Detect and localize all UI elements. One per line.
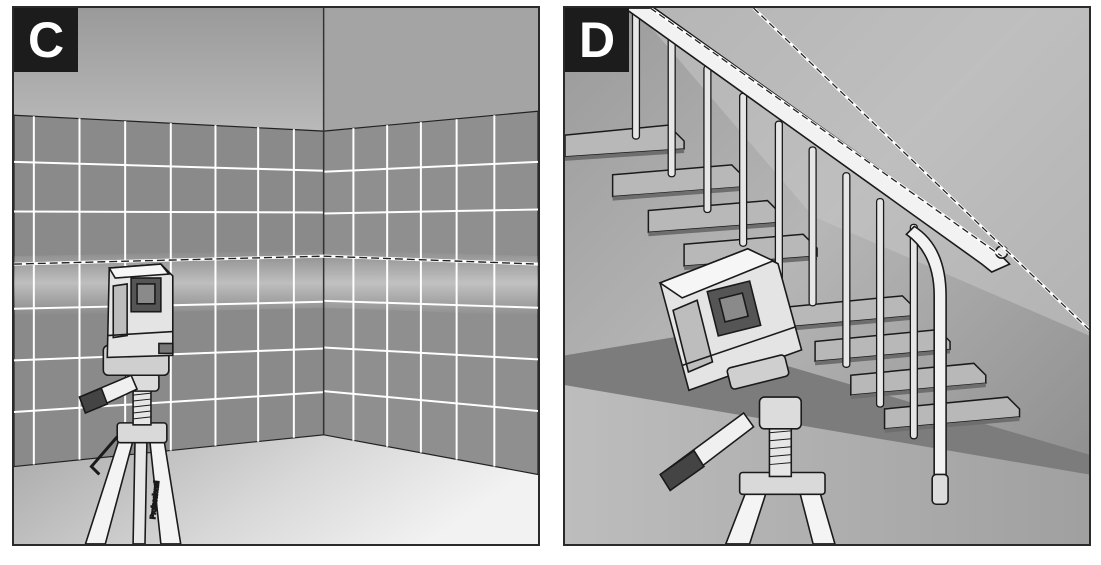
panel-d-staircase: D xyxy=(563,6,1091,546)
panel-label-c: C xyxy=(14,8,78,72)
staircase-scene xyxy=(565,8,1089,544)
left-wall-grout xyxy=(14,116,324,465)
panel-label-d: D xyxy=(565,8,629,72)
diagonal-laser-lines xyxy=(649,8,1089,331)
handrail xyxy=(623,8,1011,506)
tripod: Professional xyxy=(78,372,182,544)
cross-line-laser xyxy=(658,247,803,392)
right-wall-grout xyxy=(323,115,538,467)
cross-line-laser xyxy=(102,263,174,377)
horizontal-laser-line xyxy=(14,254,538,266)
tiled-room-scene: Professional xyxy=(14,8,538,544)
upper-right-wall xyxy=(323,8,538,132)
panel-c-tiled-corner: Professional xyxy=(12,6,540,546)
floor xyxy=(565,385,1089,544)
tripod xyxy=(659,396,836,544)
upper-left-wall xyxy=(14,8,324,132)
